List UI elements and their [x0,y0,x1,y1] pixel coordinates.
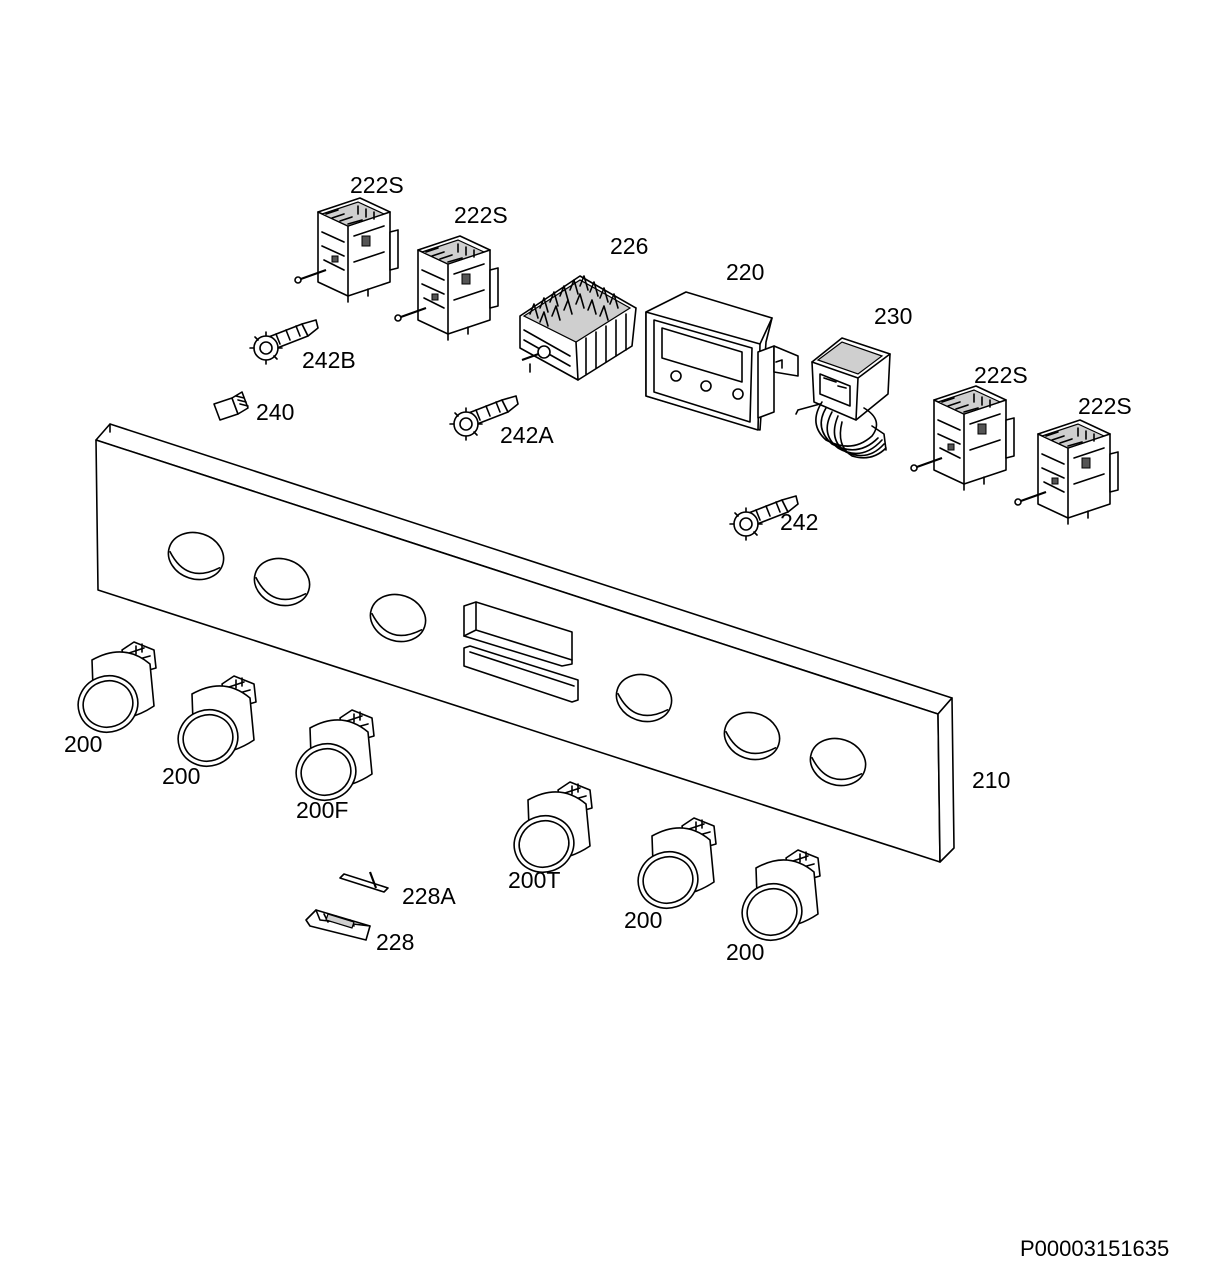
label-242b: 242B [302,347,356,373]
regulator-222s-a [293,196,400,304]
thermostat-230 [795,337,891,459]
knob-200-c [630,817,717,917]
knob-200f [288,709,375,809]
label-200-b: 200 [162,763,200,789]
label-210: 210 [972,767,1010,793]
label-222s-a: 222S [350,172,404,198]
label-200-a: 200 [64,731,102,757]
panel-display-window [463,601,579,703]
lamp-240 [213,391,249,421]
panel-knob-holes [167,531,867,787]
label-222s-d: 222S [1078,393,1132,419]
label-200f: 200F [296,797,348,823]
label-200-d: 200 [726,939,764,965]
label-220: 220 [726,259,764,285]
regulator-222s-c [909,384,1016,492]
label-242: 242 [780,509,818,535]
knob-200-a [70,641,157,741]
regulator-222s-d [1013,418,1120,526]
selector-switch-226 [519,275,637,381]
label-200-c: 200 [624,907,662,933]
spindle-228a [339,871,389,893]
label-226: 226 [610,233,648,259]
knob-200-d [734,849,821,949]
label-230: 230 [874,303,912,329]
label-200t: 200T [508,867,560,893]
clip-228 [305,909,371,941]
label-228a: 228A [402,883,456,909]
label-240: 240 [256,399,294,425]
display-module-220 [645,291,799,431]
regulator-222s-b [393,234,500,342]
document-id: P00003151635 [1020,1236,1169,1261]
part-labels: 200 200 200F 200T 200 200 210 220 222S 2… [64,172,1132,965]
label-228: 228 [376,929,414,955]
knob-200t [506,781,593,881]
label-242a: 242A [500,422,554,448]
knob-200-b [170,675,257,775]
label-222s-c: 222S [974,362,1028,388]
label-222s-b: 222S [454,202,508,228]
